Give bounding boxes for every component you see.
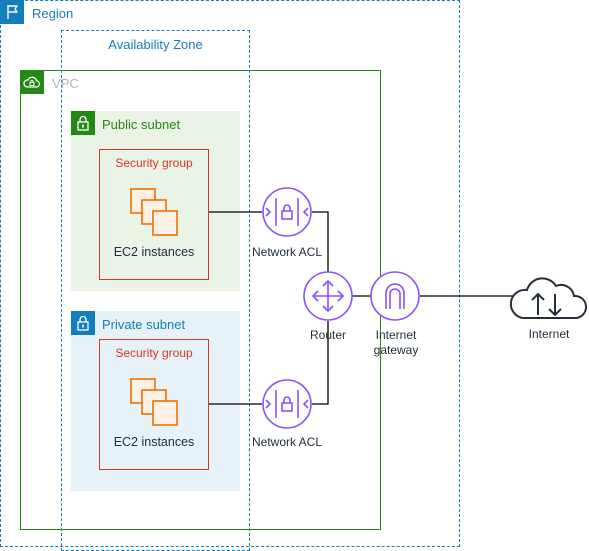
connector-lines xyxy=(209,211,514,405)
network-acl-private-label: Network ACL xyxy=(251,435,323,449)
vpc-label: VPC xyxy=(52,76,79,91)
internet-label: Internet xyxy=(528,327,570,341)
ec2-instances-icon xyxy=(130,188,178,236)
private-security-group xyxy=(99,339,209,470)
ec2-instances-icon xyxy=(130,378,178,426)
connector-nacl-to-router-bottom xyxy=(312,321,329,405)
router-icon xyxy=(303,271,353,321)
public-security-group-label: Security group xyxy=(115,156,193,170)
private-subnet-lock-icon xyxy=(71,311,95,335)
region-boundary xyxy=(0,0,460,547)
region-flag-icon xyxy=(0,0,24,24)
internet-gateway-label: Internet gateway xyxy=(362,328,430,358)
private-security-group-label: Security group xyxy=(115,346,193,360)
private-ec2-label: EC2 instances xyxy=(113,435,195,449)
public-ec2-label: EC2 instances xyxy=(113,245,195,259)
network-acl-public-label: Network ACL xyxy=(251,245,323,259)
public-subnet-lock-icon xyxy=(71,111,95,135)
internet-gateway-icon xyxy=(370,271,420,321)
router-label: Router xyxy=(309,328,347,342)
public-subnet-label: Public subnet xyxy=(102,117,181,132)
availability-zone-label: Availability Zone xyxy=(108,37,203,52)
vpc-cloud-icon xyxy=(20,70,44,94)
internet-cloud-icon xyxy=(509,277,588,319)
internet-gateway-label-line1: Internet xyxy=(375,328,417,342)
internet-gateway-label-line2: gateway xyxy=(373,343,419,357)
region-label: Region xyxy=(32,6,74,21)
network-acl-icon xyxy=(262,379,312,429)
private-subnet-label: Private subnet xyxy=(102,317,186,332)
public-security-group xyxy=(99,149,209,280)
connector-nacl-to-router-top xyxy=(312,211,329,272)
network-acl-icon xyxy=(262,187,312,237)
